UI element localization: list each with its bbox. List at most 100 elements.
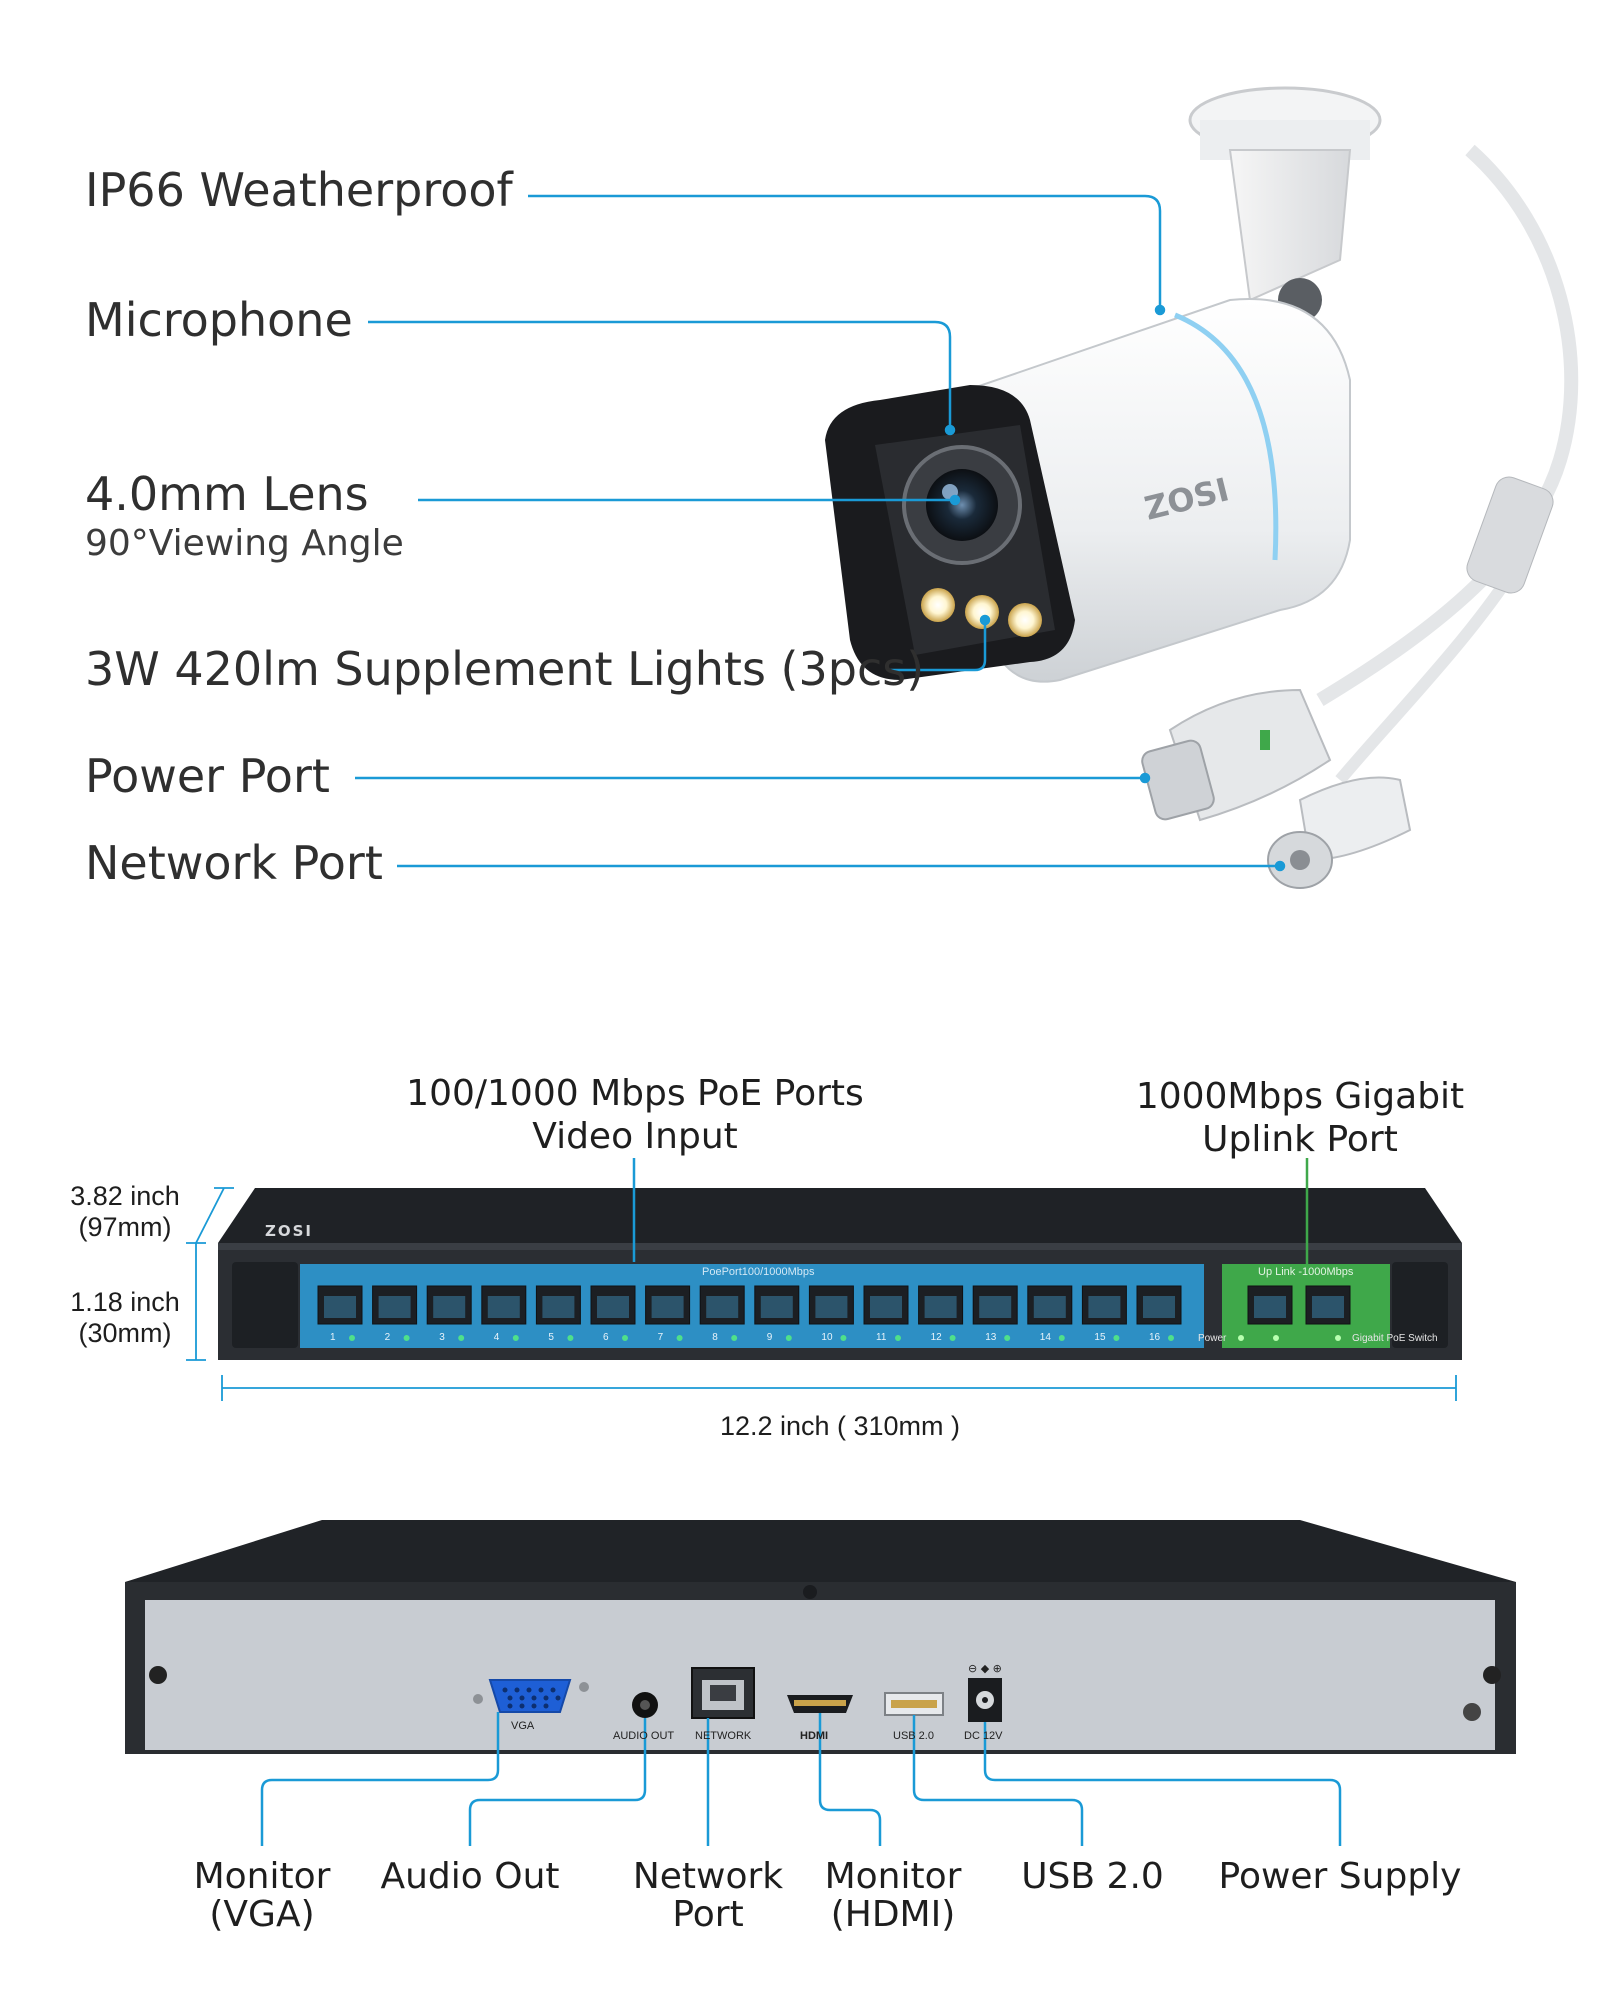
led-light-icon [1008, 603, 1042, 637]
feature-label-lens: 4.0mm Lens [85, 467, 369, 521]
poe-ports-callout: 100/1000 Mbps PoE Ports Video Input [330, 1072, 940, 1158]
port-number-label: 13 [985, 1332, 997, 1343]
switch-model-text: Gigabit PoE Switch [1352, 1333, 1438, 1344]
nvr-callout-lines [260, 1712, 1342, 1846]
port-led-icon [840, 1335, 847, 1341]
port-led-icon [622, 1335, 628, 1341]
port-number-label: 2 [384, 1332, 391, 1343]
port-number-label: 16 [1149, 1332, 1161, 1343]
feature-label-power-port: Power Port [85, 749, 330, 803]
nvr-callout-monitor-hdmi: Monitor (HDMI) [808, 1858, 978, 1934]
poe-callout-line-1: 100/1000 Mbps PoE Ports [406, 1073, 864, 1114]
network-port-text: NETWORK [695, 1730, 752, 1742]
dimension-lines [186, 1187, 1457, 1401]
port-led-icon [1058, 1335, 1065, 1341]
nvr-callout-monitor-vga: Monitor (VGA) [182, 1858, 342, 1934]
port-led-icon [1113, 1335, 1120, 1341]
port-led-icon [567, 1335, 574, 1341]
port-number-label: 7 [657, 1332, 664, 1343]
led-light-icon [921, 588, 955, 622]
port-number-label: 1 [330, 1332, 336, 1343]
nvr-callout-audio-out: Audio Out [380, 1856, 560, 1897]
audio-port-text: AUDIO OUT [613, 1730, 675, 1742]
network-connector [1141, 688, 1332, 822]
port-led-icon [785, 1335, 792, 1341]
switch-brand-logo: ZOSI [265, 1222, 313, 1240]
port-led-icon [1168, 1335, 1174, 1341]
uplink-callout: 1000Mbps Gigabit Uplink Port [1110, 1075, 1490, 1161]
network-port-icon [691, 1667, 755, 1719]
port-led-icon [403, 1335, 410, 1341]
switch-top [218, 1188, 1462, 1243]
height-inch: 3.82 inch [70, 1181, 180, 1211]
camera-callout-lines [355, 194, 1286, 872]
uplink-led-icon [1273, 1335, 1279, 1341]
poe-switch-illustration: ZOSI [186, 1158, 1462, 1401]
network-port-line-1: Network [632, 1856, 784, 1897]
hdmi-port-icon [787, 1695, 853, 1713]
dc-port-text: DC 12V [964, 1730, 1003, 1742]
camera-illustration: ZOSI [355, 86, 1579, 889]
switch-depth-dimension: 1.18 inch (30mm) [55, 1287, 195, 1349]
port-number-label: 14 [1039, 1332, 1051, 1343]
uplink-callout-line-1: 1000Mbps Gigabit [1135, 1076, 1465, 1117]
port-number-label: 6 [603, 1332, 609, 1343]
port-led-icon [949, 1335, 956, 1341]
port-number-label: 10 [821, 1332, 833, 1343]
feature-label-lights: 3W 420lm Supplement Lights (3pcs) [85, 642, 925, 696]
cable-splitter [1466, 476, 1554, 594]
power-indicator-text: Power [1198, 1333, 1227, 1344]
led-light-icon [965, 595, 999, 629]
hdmi-port-text: HDMI [800, 1730, 829, 1742]
depth-inch: 1.18 inch [70, 1287, 180, 1317]
monitor-hdmi-line-1: Monitor [824, 1856, 962, 1897]
camera-mount-arm [1228, 149, 1352, 302]
uplink-panel-text: Up Link -1000Mbps [1258, 1266, 1354, 1278]
uplink-callout-line-2: Uplink Port [1202, 1119, 1398, 1160]
svg-text:⊖ ◆ ⊕: ⊖ ◆ ⊕ [968, 1662, 1002, 1675]
nvr-callout-network-port: Network Port [618, 1858, 798, 1934]
nvr-callout-power-supply: Power Supply [1218, 1856, 1462, 1897]
port-number-label: 15 [1094, 1332, 1106, 1343]
port-led-icon [512, 1335, 519, 1341]
port-led-icon [458, 1335, 465, 1341]
port-led-icon [895, 1335, 901, 1341]
port-number-label: 5 [548, 1332, 554, 1343]
feature-label-weatherproof: IP66 Weatherproof [85, 163, 513, 217]
depth-mm: (30mm) [78, 1318, 172, 1348]
port-number-label: 9 [766, 1332, 773, 1343]
monitor-vga-line-1: Monitor [193, 1856, 331, 1897]
poe-callout-line-2: Video Input [532, 1116, 738, 1157]
switch-height-dimension: 3.82 inch (97mm) [55, 1181, 195, 1243]
uplink-port-group [1238, 1285, 1351, 1341]
usb-port-text: USB 2.0 [893, 1730, 934, 1742]
port-led-icon [676, 1335, 683, 1341]
monitor-hdmi-line-2: (HDMI) [830, 1894, 956, 1935]
port-led-icon [1004, 1335, 1011, 1341]
nvr-top [125, 1520, 1516, 1582]
monitor-vga-line-2: (VGA) [209, 1894, 315, 1935]
audio-out-port-icon [632, 1692, 658, 1718]
vga-port-text: VGA [511, 1720, 535, 1732]
feature-label-microphone: Microphone [85, 293, 353, 347]
port-number-label: 11 [876, 1332, 887, 1343]
power-connector [1267, 776, 1412, 889]
feature-sublabel-viewing-angle: 90°Viewing Angle [85, 523, 404, 564]
port-number-label: 3 [439, 1332, 445, 1343]
usb-port-icon [884, 1692, 944, 1716]
uplink-led-icon [1238, 1335, 1244, 1341]
vga-port-icon [473, 1679, 589, 1713]
feature-label-network-port: Network Port [85, 836, 383, 890]
poe-panel-text: PoePort100/1000Mbps [702, 1266, 815, 1278]
poe-port-group [317, 1285, 1182, 1341]
port-led-icon [731, 1335, 738, 1341]
network-port-line-2: Port [672, 1894, 744, 1935]
switch-width-dimension: 12.2 inch ( 310mm ) [719, 1411, 961, 1441]
camera-cable [1316, 144, 1579, 707]
uplink-led-icon [1335, 1335, 1341, 1341]
port-led-icon [349, 1335, 355, 1341]
dc-power-port-icon: ⊖ ◆ ⊕ [968, 1662, 1002, 1722]
port-number-label: 4 [493, 1332, 500, 1343]
nvr-callout-usb: USB 2.0 [1021, 1856, 1164, 1897]
